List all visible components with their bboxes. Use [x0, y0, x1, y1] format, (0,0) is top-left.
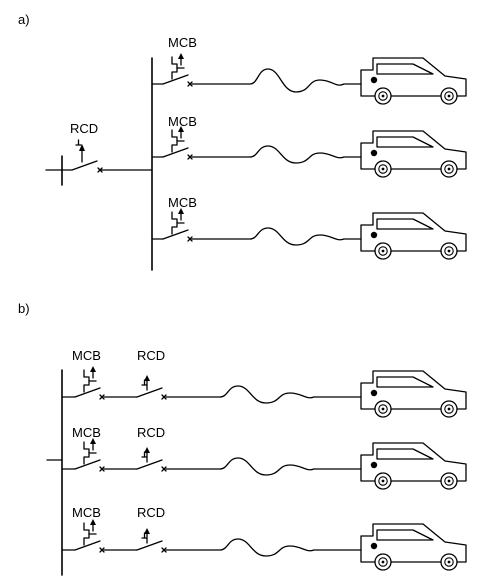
- branch-b-3: MCB RCD: [61, 505, 467, 571]
- mcb-label-a-3: MCB: [168, 195, 197, 210]
- mcb-symbol-icon: [162, 125, 193, 160]
- electric-car-icon: [360, 523, 467, 571]
- panel-a: a) RCD MCB MCB: [18, 12, 467, 271]
- rcd-label-b-3: RCD: [137, 505, 165, 520]
- electric-car-icon: [360, 57, 467, 105]
- branch-b-2: MCB RCD: [61, 425, 467, 490]
- rcd-label-b-1: RCD: [137, 348, 165, 363]
- electric-car-icon: [360, 442, 467, 490]
- rcd-label-b-2: RCD: [137, 425, 165, 440]
- panel-a-label: a): [18, 12, 30, 27]
- panel-b: b) MCB RCD MCB RCD MCB: [18, 301, 467, 576]
- mcb-symbol-icon: [162, 207, 193, 242]
- rcd-symbol-icon: [136, 446, 167, 472]
- panel-b-label: b): [18, 301, 30, 316]
- mcb-label-b-3: MCB: [72, 505, 101, 520]
- mcb-symbol-icon: [74, 365, 105, 400]
- mcb-label-a-1: MCB: [168, 35, 197, 50]
- electric-car-icon: [360, 130, 467, 178]
- mcb-label-b-2: MCB: [72, 425, 101, 440]
- mcb-symbol-icon: [74, 437, 105, 472]
- rcd-label-a: RCD: [70, 121, 98, 136]
- branch-a-2: MCB: [151, 114, 467, 178]
- rcd-symbol-icon: [136, 527, 167, 553]
- branch-a-1: MCB: [151, 35, 467, 105]
- mcb-symbol-icon: [162, 52, 193, 87]
- mcb-symbol-icon: [74, 518, 105, 553]
- electric-car-icon: [360, 370, 467, 418]
- mcb-label-a-2: MCB: [168, 114, 197, 129]
- branch-a-3: MCB: [151, 195, 467, 260]
- electric-car-icon: [360, 212, 467, 260]
- rcd-symbol-icon: [61, 139, 153, 173]
- branch-b-1: MCB RCD: [61, 348, 467, 418]
- rcd-symbol-icon: [136, 374, 167, 400]
- mcb-label-b-1: MCB: [72, 348, 101, 363]
